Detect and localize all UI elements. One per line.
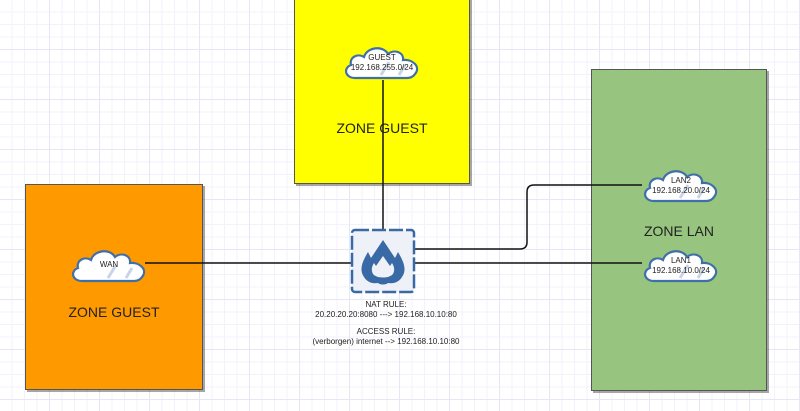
- firewall-flame-icon: [350, 228, 416, 294]
- nat-rule: NAT RULE: 20.20.20.20:8080 ---> 192.168.…: [300, 300, 472, 320]
- cloud-icon: [644, 170, 718, 203]
- cloud-icon: [644, 250, 718, 283]
- nat-rule-text: 20.20.20.20:8080 ---> 192.168.10.10:80: [315, 310, 457, 319]
- cloud-icon: [345, 47, 419, 80]
- cloud-lan2-subnet: 192.168.20.0/24: [652, 186, 710, 195]
- zone-lan-label: ZONE LAN: [643, 223, 714, 239]
- zone-guest[interactable]: ZONE GUEST: [294, 0, 470, 184]
- access-rule-title: ACCESS RULE:: [356, 327, 416, 336]
- cloud-lan1-subnet: 192.168.10.0/24: [652, 266, 710, 275]
- zone-wan[interactable]: ZONE GUEST: [25, 184, 203, 390]
- zone-wan-label: ZONE GUEST: [68, 304, 160, 320]
- zone-guest-label: ZONE GUEST: [336, 120, 428, 136]
- cloud-wan-name: WAN: [99, 260, 119, 269]
- cloud-lan1-name: LAN1: [670, 256, 691, 265]
- connector-firewall-lan2[interactable]: [415, 184, 642, 250]
- cloud-icon: [72, 250, 146, 283]
- cloud-wan[interactable]: WAN: [68, 245, 150, 285]
- firewall[interactable]: [350, 228, 416, 294]
- cloud-lan2-name: LAN2: [670, 176, 691, 185]
- zone-lan[interactable]: ZONE LAN: [591, 69, 767, 391]
- nat-rule-title: NAT RULE:: [365, 300, 407, 309]
- cloud-guest-name: GUEST: [368, 53, 396, 62]
- cloud-guest-subnet: 192.168.255.0/24: [350, 63, 414, 72]
- access-rule-text: (verborgen) internet --> 192.168.10.10:8…: [312, 337, 460, 346]
- access-rule: ACCESS RULE: (verborgen) internet --> 19…: [300, 327, 472, 347]
